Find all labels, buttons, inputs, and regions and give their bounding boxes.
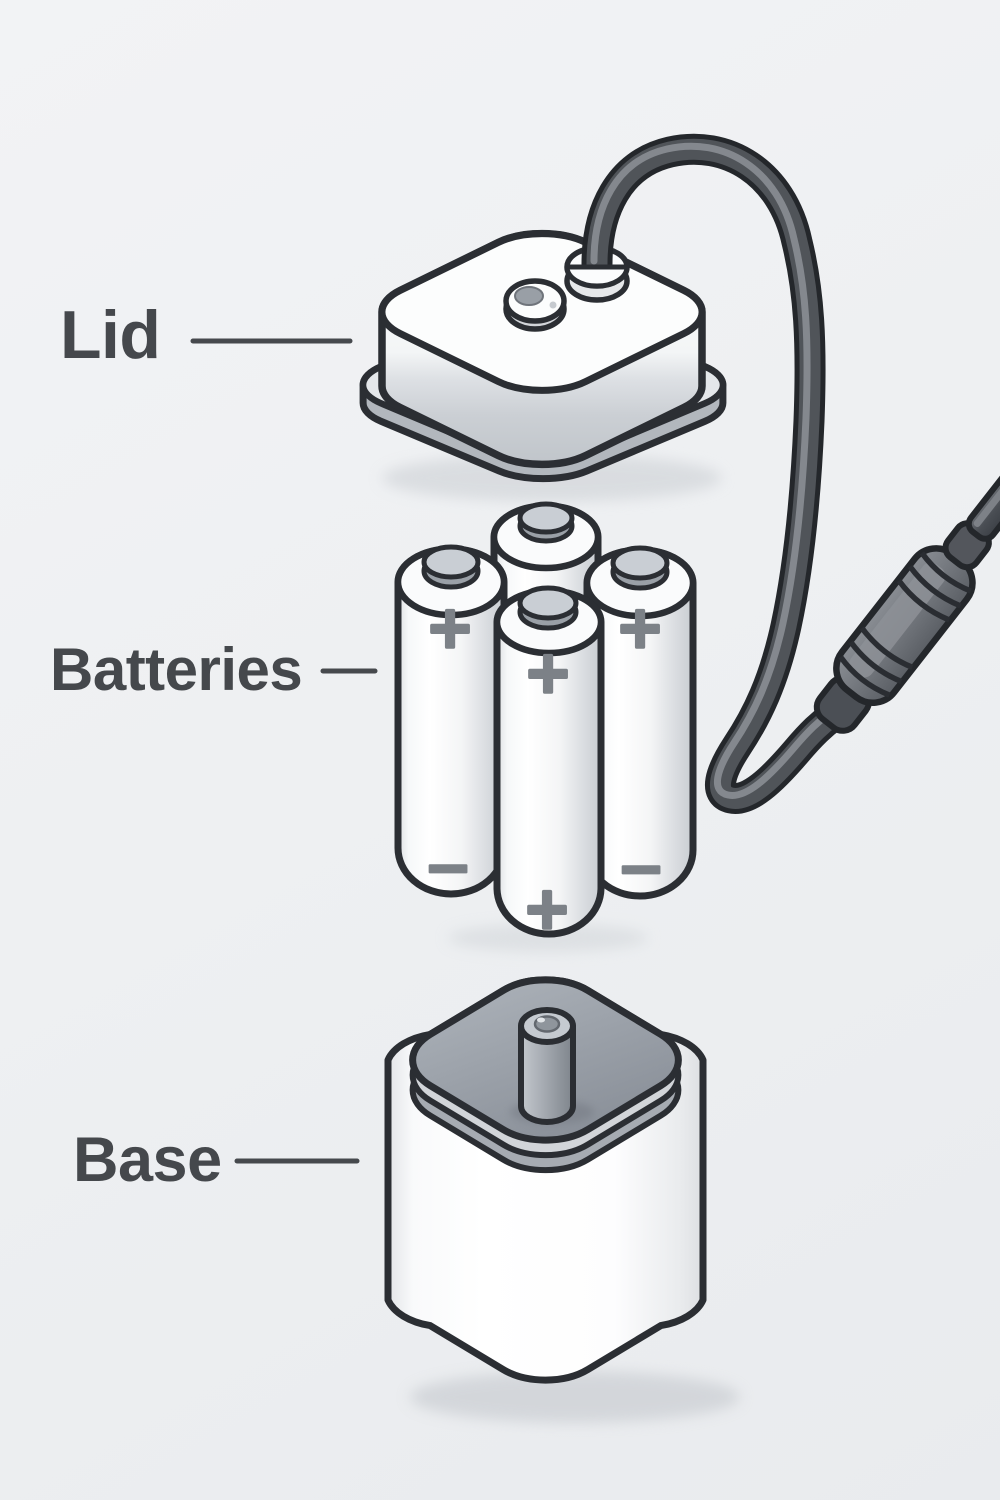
battery-back-right: + − [583, 545, 697, 903]
battery-terminal-top [421, 544, 481, 580]
battery-plus-mark: + [523, 874, 572, 942]
power-cable [581, 133, 849, 814]
connector-plug-shaft [965, 435, 1000, 542]
drop-shadows [382, 454, 740, 1423]
battery-terminal-top [517, 501, 575, 535]
battery-plus-mark: + [616, 593, 665, 661]
lid-button-dot [549, 301, 557, 309]
battery-terminal-top [517, 585, 579, 621]
battery-plus-mark: + [426, 593, 475, 661]
batteries-shadow [448, 924, 648, 952]
battery-minus-mark: − [617, 834, 666, 902]
barrel-connector [813, 435, 1000, 734]
batteries-label: Batteries [50, 636, 303, 703]
battery-minus-mark: − [424, 833, 473, 901]
connector-barrel-highlight [849, 562, 946, 678]
leader-lines [190, 338, 378, 1164]
lid-button-center [514, 286, 544, 306]
battery-terminal-top [610, 545, 670, 581]
connector-ribs [838, 551, 972, 698]
lid-button [503, 278, 567, 332]
lid-label: Lid [60, 297, 161, 373]
cable-port-front-lip [564, 264, 630, 289]
base-label: Base [73, 1125, 222, 1195]
battery-plus-mark: + [524, 638, 573, 706]
base-shadow [410, 1371, 740, 1423]
post-highlight [537, 1017, 545, 1023]
lid-graphic [359, 229, 727, 483]
cable-highlight [590, 142, 834, 799]
base-contact-post [518, 1007, 576, 1125]
batteries-graphic: + − + − + + [394, 501, 697, 944]
battery-front-center: + + [493, 585, 605, 944]
base-graphic [384, 976, 707, 1384]
battery-back-left: + − [394, 544, 508, 902]
connector-plug-highlight [973, 446, 1000, 528]
post-body [518, 1023, 576, 1125]
